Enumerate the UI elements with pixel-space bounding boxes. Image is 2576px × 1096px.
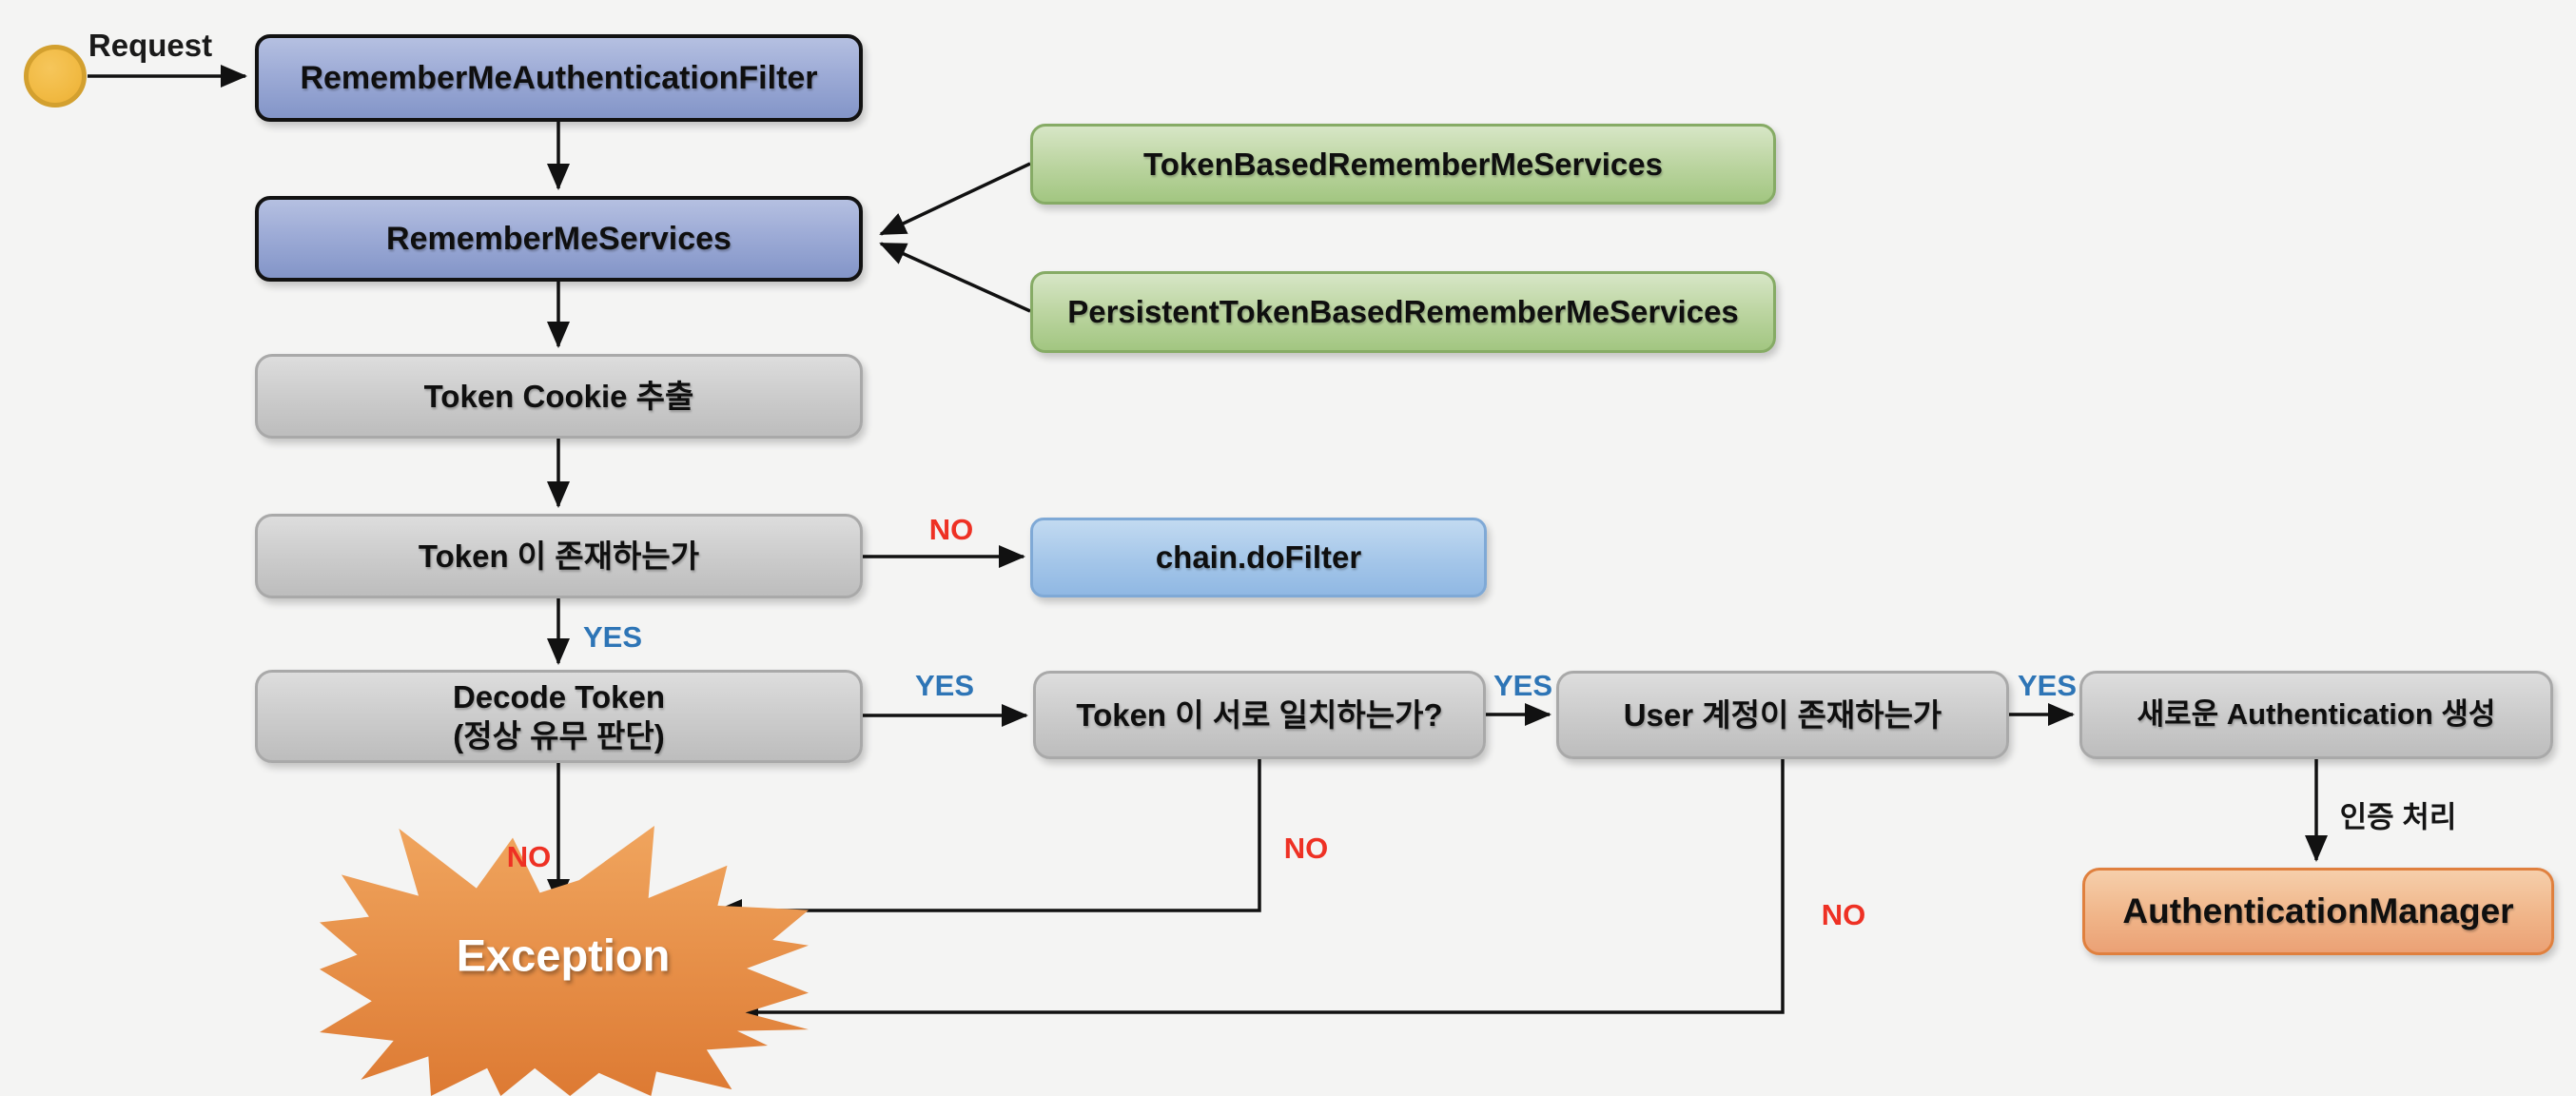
node-label: Decode Token (정상 유무 판단) xyxy=(453,677,665,756)
edge-label-token-exists-yes: YES xyxy=(582,620,643,654)
edge-label-request: Request xyxy=(88,28,213,63)
node-user-account-exists: User 계정이 존재하는가 xyxy=(1556,671,2009,759)
edge-tokenbased-to-rms xyxy=(879,162,1031,236)
edge-label-decode-yes: YES xyxy=(914,669,975,702)
node-label: RememberMeServices xyxy=(386,220,732,257)
edge-label-user-no: NO xyxy=(1821,898,1866,931)
node-label: 새로운 Authentication 생성 xyxy=(2137,697,2496,732)
edge-match-no-to-exception xyxy=(715,759,1261,922)
edge-label-match-yes: YES xyxy=(1493,669,1553,702)
node-label: Token 이 서로 일치하는가? xyxy=(1076,696,1443,733)
node-decode-token: Decode Token (정상 유무 판단) xyxy=(255,670,863,763)
edge-label-user-yes: YES xyxy=(2017,669,2078,702)
edge-label-token-exists-no: NO xyxy=(928,513,974,546)
node-token-match: Token 이 서로 일치하는가? xyxy=(1033,671,1486,759)
node-label: RememberMeAuthenticationFilter xyxy=(300,59,818,96)
node-label-line2: (정상 유무 판단) xyxy=(453,718,665,754)
node-label: AuthenticationManager xyxy=(2122,890,2514,930)
exception-label: Exception xyxy=(456,930,671,981)
node-label: User 계정이 존재하는가 xyxy=(1623,696,1942,733)
node-token-based-remember-me-services: TokenBasedRememberMeServices xyxy=(1030,124,1776,205)
edge-label-decode-no: NO xyxy=(506,840,552,873)
node-token-exists: Token 이 존재하는가 xyxy=(255,514,863,598)
node-label: PersistentTokenBasedRememberMeServices xyxy=(1067,294,1739,330)
edge-label-match-no: NO xyxy=(1283,832,1329,865)
node-label: TokenBasedRememberMeServices xyxy=(1143,146,1663,182)
start-node-icon xyxy=(24,45,87,108)
edge-persistent-to-rms xyxy=(879,242,1031,313)
node-authentication-manager: AuthenticationManager xyxy=(2082,868,2554,955)
node-label: Token Cookie 추출 xyxy=(423,378,694,414)
node-remember-me-services: RememberMeServices xyxy=(255,196,863,282)
exception-starburst xyxy=(320,826,809,1096)
edge-label-auth-process: 인증 처리 xyxy=(2339,800,2457,834)
node-label-line1: Decode Token xyxy=(452,678,666,714)
node-remember-me-authentication-filter: RememberMeAuthenticationFilter xyxy=(255,34,863,122)
node-chain-do-filter: chain.doFilter xyxy=(1030,518,1487,597)
node-token-cookie-extract: Token Cookie 추출 xyxy=(255,354,863,439)
edge-user-no-to-exception xyxy=(732,759,1785,1024)
node-persistent-token-based-remember-me-services: PersistentTokenBasedRememberMeServices xyxy=(1030,271,1776,353)
node-label: chain.doFilter xyxy=(1155,539,1362,576)
node-create-new-authentication: 새로운 Authentication 생성 xyxy=(2079,671,2553,759)
node-label: Token 이 존재하는가 xyxy=(418,538,700,574)
